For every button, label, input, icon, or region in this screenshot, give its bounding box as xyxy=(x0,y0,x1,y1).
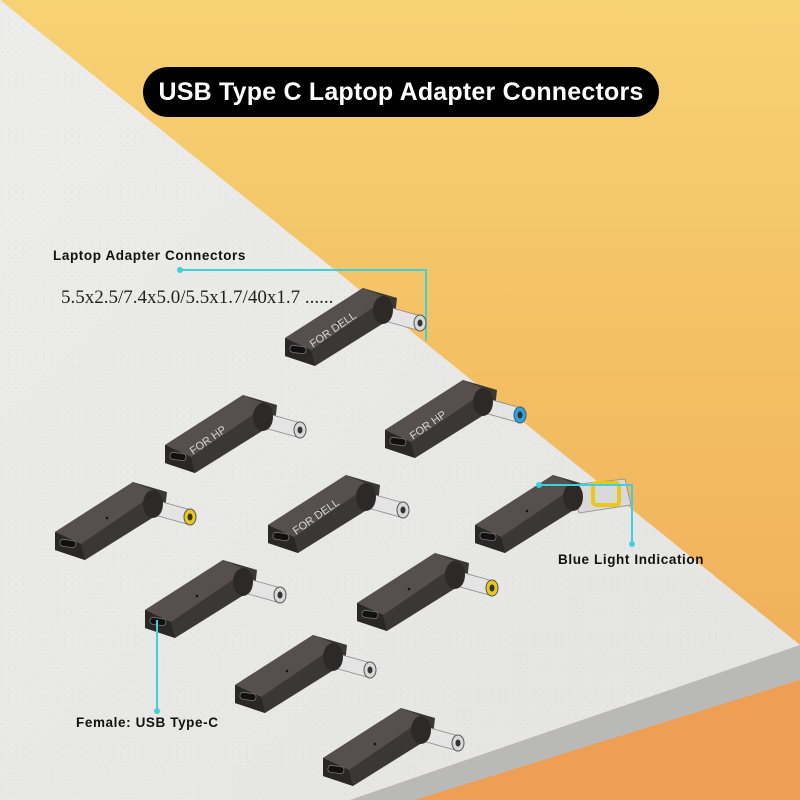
callout-line xyxy=(425,269,427,341)
callout-dot xyxy=(154,708,160,714)
adapter-connector: FOR HP xyxy=(385,360,545,475)
page-title: USB Type C Laptop Adapter Connectors xyxy=(158,77,644,106)
adapter-connector xyxy=(357,533,517,648)
adapter-connector xyxy=(475,455,635,570)
laptop-connectors-label: Laptop Adapter Connectors xyxy=(53,248,247,263)
callout-line xyxy=(180,269,426,271)
callout-dot xyxy=(629,541,635,547)
callout-line xyxy=(156,620,158,710)
adapter-connector xyxy=(145,540,305,655)
blue-light-label: Blue Light Indication xyxy=(558,552,705,567)
female-port-label: Female: USB Type-C xyxy=(76,715,219,730)
callout-line xyxy=(631,484,633,544)
adapter-connector: FOR HP xyxy=(165,375,325,490)
adapter-connector xyxy=(323,688,483,800)
title-banner: USB Type C Laptop Adapter Connectors xyxy=(143,67,659,117)
adapter-connector: FOR DELL xyxy=(268,455,428,570)
adapter-connector xyxy=(235,615,395,730)
adapter-connector xyxy=(55,462,215,577)
adapter-connector: FOR DELL xyxy=(285,268,445,383)
callout-line xyxy=(539,484,632,486)
connector-sizes-text: 5.5x2.5/7.4x5.0/5.5x1.7/40x1.7 ...... xyxy=(61,287,334,308)
